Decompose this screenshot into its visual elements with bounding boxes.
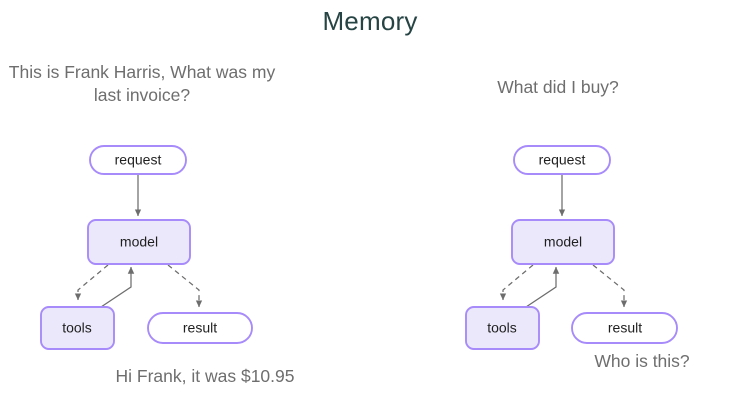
- right-panel-diagram: request model tools result: [465, 145, 678, 350]
- right-node-result[interactable]: result: [571, 312, 678, 344]
- left-node-tools-shape: [40, 306, 115, 350]
- left-node-model[interactable]: model: [87, 219, 191, 265]
- right-node-request-label: request: [539, 152, 586, 168]
- right-node-request[interactable]: request: [513, 145, 611, 175]
- left-panel-answer: Hi Frank, it was $10.95: [115, 366, 295, 386]
- left-edge-model-to-result: [167, 264, 203, 308]
- left-node-model-label: model: [120, 234, 158, 250]
- right-node-request-shape: [513, 145, 611, 175]
- left-node-result-shape: [147, 312, 253, 344]
- right-panel-prompt: What did I buy?: [497, 77, 619, 97]
- right-node-model-label: model: [544, 234, 582, 250]
- right-node-result-shape: [571, 312, 678, 344]
- page-title: Memory: [322, 6, 418, 36]
- right-edge-tools-to-model: [525, 266, 560, 308]
- left-node-request[interactable]: request: [89, 145, 187, 175]
- left-panel-diagram: request model tools result: [40, 145, 253, 350]
- right-node-tools-shape: [465, 306, 540, 350]
- right-edge-model-to-result: [592, 264, 628, 308]
- left-node-result[interactable]: result: [147, 312, 253, 344]
- left-node-request-label: request: [115, 152, 162, 168]
- left-edge-model-to-tools: [74, 264, 109, 301]
- right-node-model[interactable]: model: [511, 219, 615, 265]
- right-node-tools[interactable]: tools: [465, 306, 540, 350]
- left-edge-tools-to-model: [100, 266, 135, 308]
- left-panel-prompt: This is Frank Harris, What was my last i…: [8, 62, 276, 105]
- left-node-tools-label: tools: [62, 320, 92, 336]
- left-node-result-label: result: [183, 320, 217, 336]
- left-node-request-shape: [89, 145, 187, 175]
- left-node-tools[interactable]: tools: [40, 306, 115, 350]
- right-node-tools-label: tools: [487, 320, 517, 336]
- right-node-result-label: result: [608, 320, 642, 336]
- right-node-model-shape: [511, 219, 615, 265]
- right-panel-answer: Who is this?: [594, 351, 690, 371]
- left-node-model-shape: [87, 219, 191, 265]
- right-edge-model-to-tools: [499, 264, 534, 301]
